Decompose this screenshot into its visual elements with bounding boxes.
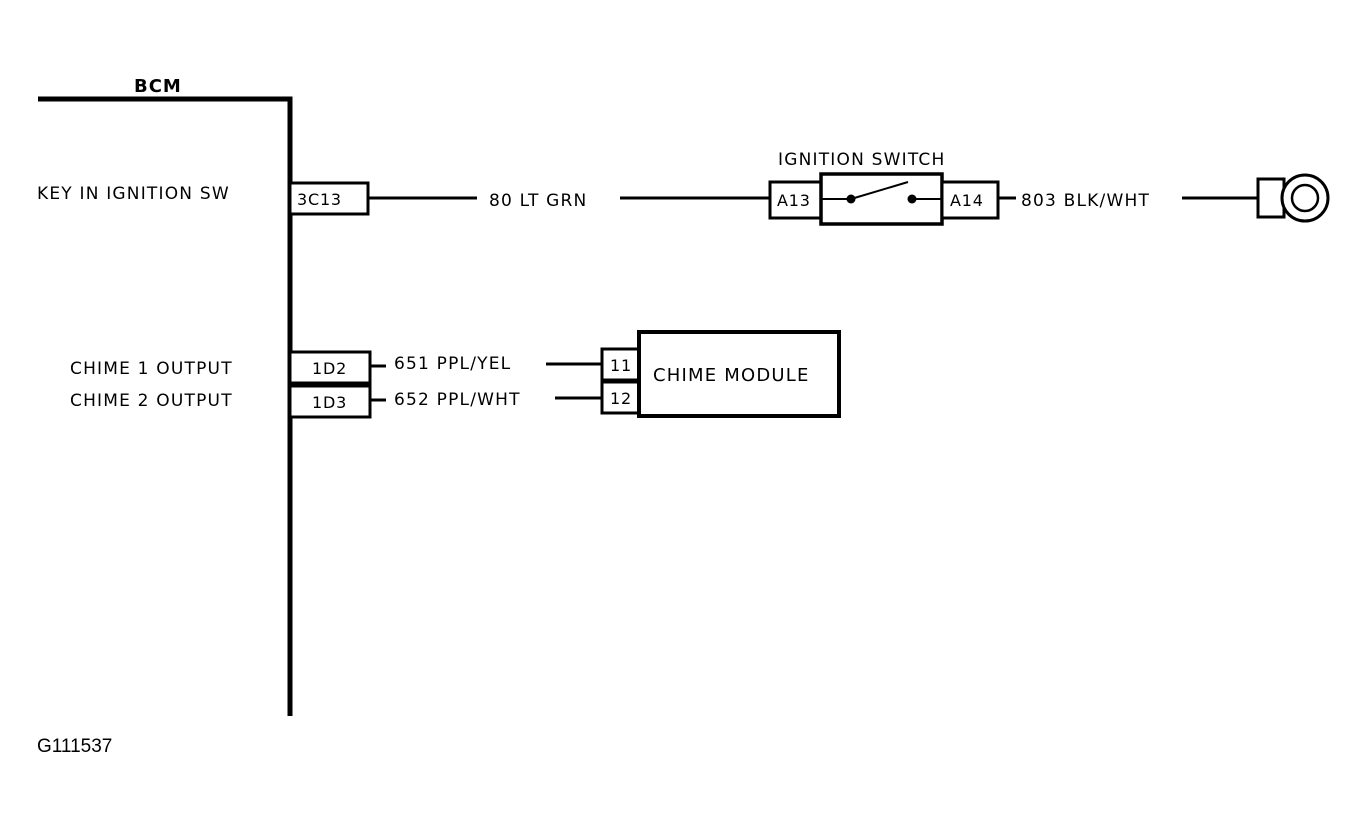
pin-1d2-box: [288, 350, 372, 385]
wire-651-label: 651 PPL/YEL: [394, 354, 511, 374]
pin-a14-label: A14: [950, 191, 984, 210]
ignition-switch-title: IGNITION SWITCH: [778, 150, 945, 170]
pin-1d2-label: 1D2: [312, 359, 347, 378]
chime1-output-label: CHIME 1 OUTPUT: [70, 359, 233, 379]
ground-circuit: 803 BLK/WHT: [998, 173, 1330, 223]
pin-a13-label: A13: [777, 191, 811, 210]
ground-terminal: [1256, 177, 1286, 219]
chime2-output-label: CHIME 2 OUTPUT: [70, 391, 233, 411]
wire-803-label: 803 BLK/WHT: [1021, 191, 1150, 211]
chime-circuits: CHIME 1 OUTPUT CHIME 2 OUTPUT 1D2 1D3 65…: [70, 330, 841, 419]
ignition-switch: IGNITION SWITCH A13 A14: [768, 150, 1000, 226]
bcm-module: BCM: [38, 76, 293, 716]
pin-a14-box: [940, 180, 1000, 220]
pin-11-label: 11: [610, 356, 632, 375]
pin-1d3-label: 1D3: [312, 393, 347, 412]
chime-module-box: [637, 330, 841, 418]
key-in-ignition-label: KEY IN IGNITION SW: [37, 184, 230, 204]
key-in-ignition-circuit: KEY IN IGNITION SW 3C13 80 LT GRN: [37, 181, 770, 216]
switch-blade: [850, 181, 909, 200]
pin-3c13-label: 3C13: [297, 190, 342, 209]
wire-652-label: 652 PPL/WHT: [394, 390, 521, 410]
chime-module-title: CHIME MODULE: [653, 365, 810, 386]
figure-id: G111537: [37, 736, 112, 757]
pin-12-label: 12: [610, 389, 632, 408]
bcm-title: BCM: [134, 76, 182, 97]
wire-80-label: 80 LT GRN: [489, 191, 587, 211]
